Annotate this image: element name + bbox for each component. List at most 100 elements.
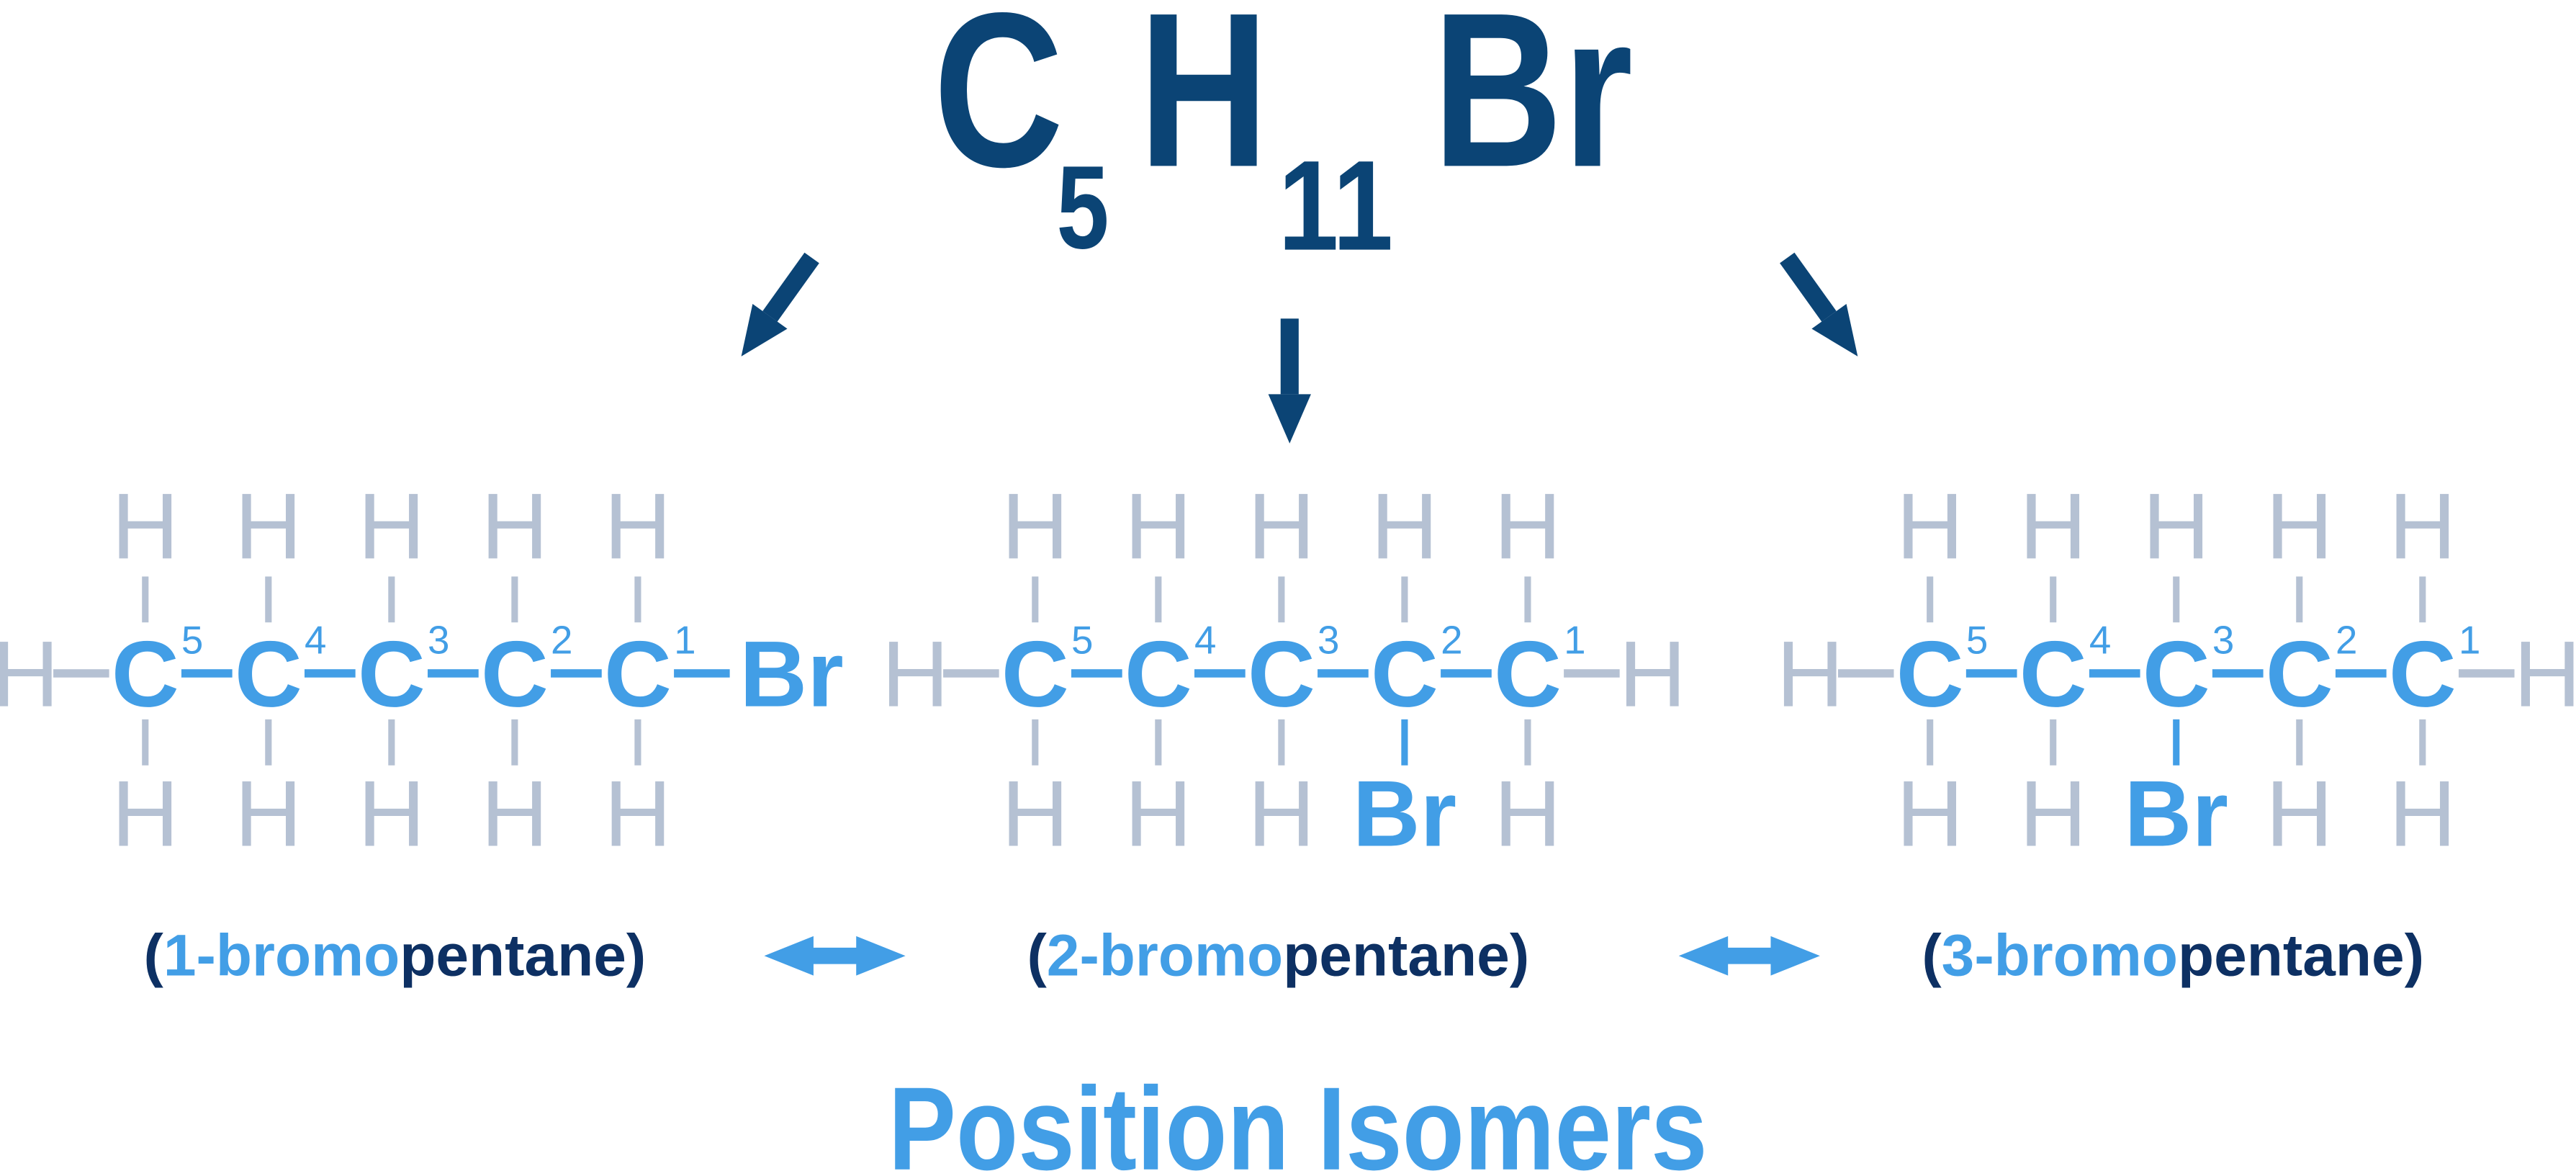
hydrogen-atom: H bbox=[358, 473, 425, 578]
formula-hydrogen: H bbox=[1138, 0, 1269, 213]
carbon-atom: C bbox=[2019, 622, 2087, 727]
arrow-shaft bbox=[1780, 252, 1837, 322]
hydrogen-atom: H bbox=[2019, 761, 2087, 866]
double-arrow-icon bbox=[764, 936, 906, 976]
hydrogen-atom: H bbox=[1618, 622, 1686, 727]
name-close: ) bbox=[626, 923, 646, 989]
carbon-atom: C bbox=[2266, 622, 2333, 727]
carbon-locant: 5 bbox=[181, 618, 203, 663]
hydrogen-atom: H bbox=[2389, 761, 2456, 866]
carbon-locant: 3 bbox=[1318, 618, 1339, 663]
carbon-locant: 4 bbox=[1194, 618, 1216, 663]
arrow-down-left-icon bbox=[741, 252, 819, 356]
bromine-atom: Br bbox=[1353, 761, 1456, 866]
carbon-atom: C bbox=[112, 622, 179, 727]
arrow-head bbox=[1811, 303, 1858, 356]
hydrogen-atom: H bbox=[1125, 473, 1192, 578]
hydrogen-atom: H bbox=[1494, 473, 1562, 578]
isomer-name-3: (3-bromopentane) bbox=[1922, 923, 2424, 989]
hydrogen-atom: H bbox=[0, 622, 59, 727]
isomer-name-2: (2-bromopentane) bbox=[1027, 923, 1529, 989]
carbon-locant: 2 bbox=[551, 618, 572, 663]
hydrogen-atom: H bbox=[112, 473, 179, 578]
name-locant: 1 bbox=[163, 923, 197, 989]
name-prefix: -bromo bbox=[1079, 923, 1283, 989]
hydrogen-atom: H bbox=[1001, 761, 1069, 866]
double-arrow-icon bbox=[1678, 936, 1820, 976]
carbon-locant: 4 bbox=[2089, 618, 2111, 663]
arrow-shaft bbox=[762, 252, 819, 322]
hydrogen-atom: H bbox=[2143, 473, 2210, 578]
name-parent: pentane bbox=[400, 923, 626, 989]
name-locant: 2 bbox=[1047, 923, 1080, 989]
formula-carbon: C bbox=[933, 0, 1063, 213]
hydrogen-atom: H bbox=[1896, 761, 1964, 866]
name-open: ( bbox=[1922, 923, 1942, 989]
carbon-atom: C bbox=[1494, 622, 1562, 727]
carbon-atom: C bbox=[481, 622, 549, 727]
hydrogen-atom: H bbox=[2389, 473, 2456, 578]
formula-hydrogen-count: 11 bbox=[1278, 134, 1393, 277]
carbon-locant: 5 bbox=[1966, 618, 1988, 663]
bromine-atom: Br bbox=[739, 622, 843, 727]
name-parent: pentane bbox=[2178, 923, 2405, 989]
hydrogen-atom: H bbox=[112, 761, 179, 866]
name-prefix: -bromo bbox=[197, 923, 400, 989]
hydrogen-atom: H bbox=[481, 473, 549, 578]
hydrogen-atom: H bbox=[1248, 473, 1315, 578]
carbon-atom: C bbox=[358, 622, 425, 727]
arrow-head bbox=[1268, 394, 1311, 444]
hydrogen-atom: H bbox=[2513, 622, 2576, 727]
hydrogen-atom: H bbox=[1494, 761, 1562, 866]
carbon-locant: 1 bbox=[674, 618, 695, 663]
name-prefix: -bromo bbox=[1974, 923, 2178, 989]
hydrogen-atom: H bbox=[235, 761, 302, 866]
isomer-relation-arrows bbox=[764, 936, 1820, 976]
isomer-name-1: (1-bromopentane) bbox=[144, 923, 647, 989]
carbon-atom: C bbox=[235, 622, 302, 727]
carbon-atom: C bbox=[1248, 622, 1315, 727]
carbon-atom: C bbox=[2389, 622, 2456, 727]
arrow-down-icon bbox=[1268, 318, 1311, 444]
carbon-atom: C bbox=[1001, 622, 1069, 727]
hydrogen-atom: H bbox=[604, 473, 672, 578]
formula-arrows bbox=[741, 252, 1858, 444]
hydrogen-atom: H bbox=[1001, 473, 1069, 578]
carbon-locant: 1 bbox=[2459, 618, 2480, 663]
carbon-atom: C bbox=[1371, 622, 1438, 727]
carbon-atom: C bbox=[604, 622, 672, 727]
name-open: ( bbox=[144, 923, 164, 989]
carbon-locant: 4 bbox=[305, 618, 326, 663]
bromine-atom: Br bbox=[2125, 761, 2228, 866]
carbon-locant: 2 bbox=[1441, 618, 1462, 663]
hydrogen-atom: H bbox=[2266, 761, 2333, 866]
hydrogen-atom: H bbox=[1125, 761, 1192, 866]
carbon-locant: 3 bbox=[428, 618, 449, 663]
arrow-down-right-icon bbox=[1780, 252, 1858, 356]
name-parent: pentane bbox=[1283, 923, 1510, 989]
diagram-title: Position Isomers bbox=[888, 1063, 1708, 1171]
hydrogen-atom: H bbox=[1776, 622, 1844, 727]
hydrogen-atom: H bbox=[2266, 473, 2333, 578]
carbon-atom: C bbox=[2143, 622, 2210, 727]
name-close: ) bbox=[2405, 923, 2424, 989]
structural-formulas: HC5HHC4HHC3HHC2HHC1HHBrHC5HHC4HHC3HHC2HB… bbox=[0, 473, 2576, 866]
isomer-names: (1-bromopentane)(2-bromopentane)(3-bromo… bbox=[144, 923, 2424, 989]
carbon-locant: 1 bbox=[1564, 618, 1585, 663]
name-close: ) bbox=[1510, 923, 1529, 989]
name-open: ( bbox=[1027, 923, 1047, 989]
formula-bromine: Br bbox=[1433, 0, 1633, 213]
hydrogen-atom: H bbox=[481, 761, 549, 866]
formula-carbon-count: 5 bbox=[1056, 140, 1109, 273]
hydrogen-atom: H bbox=[881, 622, 949, 727]
name-locant: 3 bbox=[1942, 923, 1975, 989]
carbon-atom: C bbox=[1125, 622, 1192, 727]
carbon-locant: 5 bbox=[1071, 618, 1093, 663]
carbon-locant: 2 bbox=[2336, 618, 2357, 663]
hydrogen-atom: H bbox=[358, 761, 425, 866]
arrow-head bbox=[741, 303, 788, 356]
hydrogen-atom: H bbox=[2019, 473, 2087, 578]
